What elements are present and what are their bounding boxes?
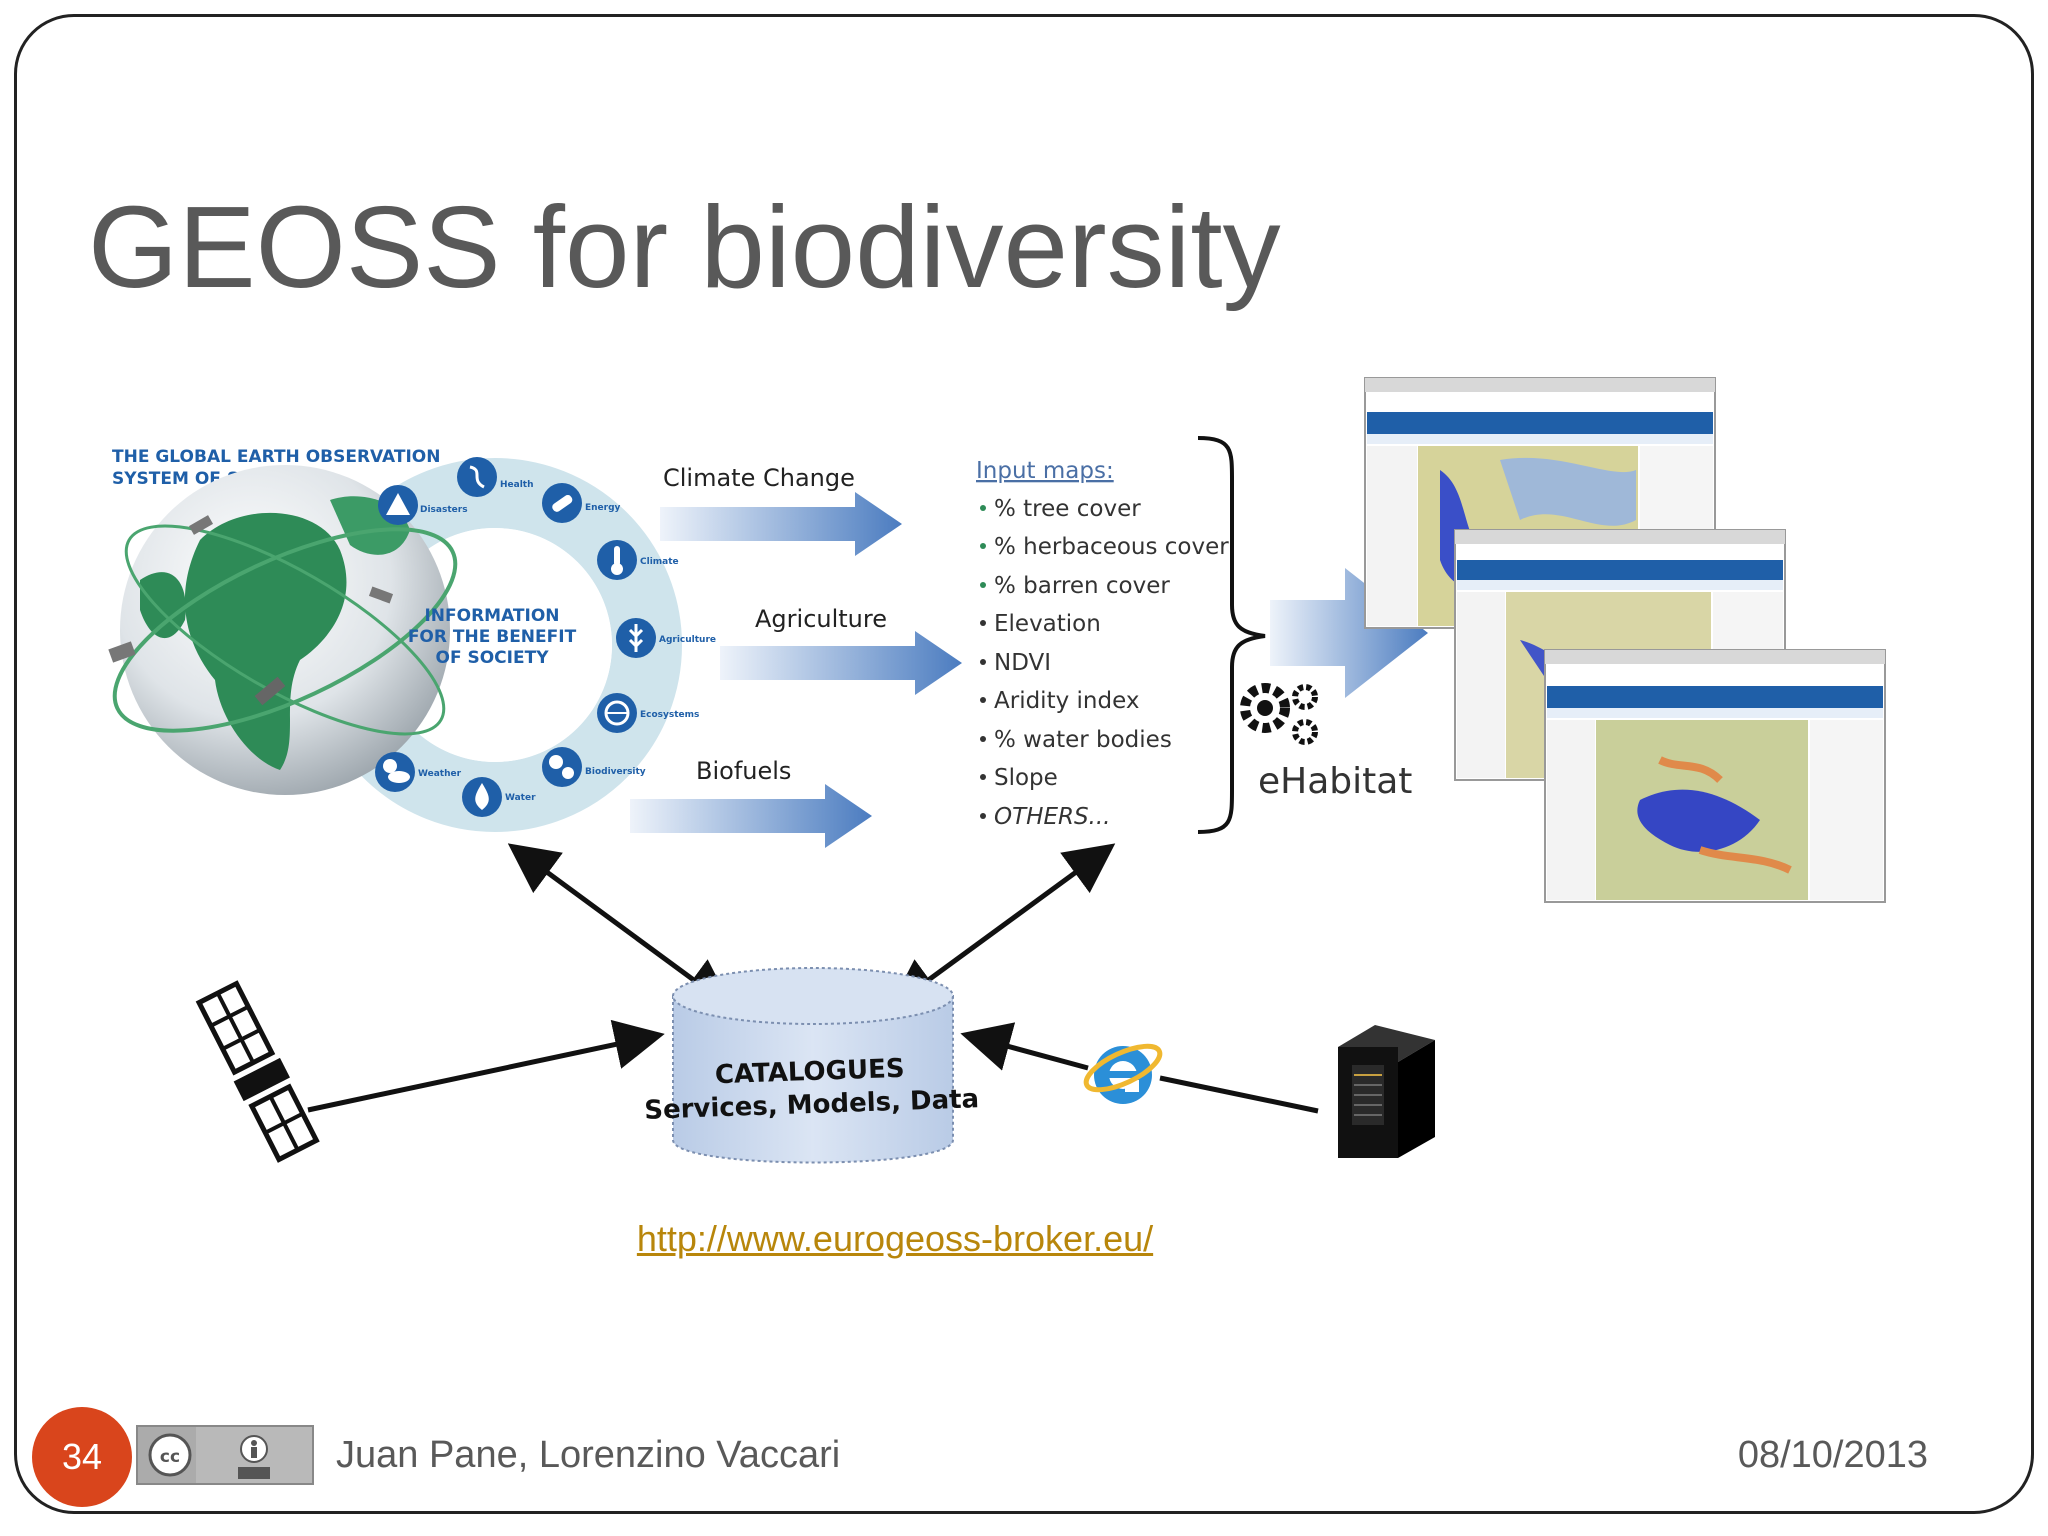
input-maps-heading: Input maps: — [976, 458, 1114, 484]
sba-climate-icon — [597, 540, 637, 580]
sba-weather-label: Weather — [418, 769, 462, 779]
slide-title: GEOSS for biodiversity — [88, 182, 1281, 312]
sba-ecosystems-icon — [597, 693, 637, 733]
driver-biofuels-label: Biofuels — [696, 757, 791, 785]
sba-water-label: Water — [505, 793, 536, 803]
server-icon — [1338, 1025, 1435, 1158]
browser-catalogue-arrow — [960, 1022, 1089, 1071]
sba-disasters-label: Disasters — [420, 505, 468, 515]
input-map-item: % tree cover — [994, 496, 1141, 522]
slide-number-badge: 34 — [32, 1407, 132, 1507]
gears-icon — [1240, 683, 1318, 745]
input-map-item: % barren cover — [994, 573, 1170, 599]
cc-by-icon: cc — [136, 1425, 314, 1485]
geoss-center-line2: FOR THE BENEFIT — [408, 627, 577, 647]
driver-biofuels-arrow — [630, 784, 872, 848]
driver-agriculture-label: Agriculture — [755, 605, 887, 633]
svg-text:cc: cc — [160, 1447, 180, 1467]
slide-number: 34 — [61, 1436, 103, 1477]
input-map-item: % herbaceous cover — [994, 534, 1229, 560]
input-map-item: Slope — [994, 765, 1058, 791]
driver-climate-change-arrow — [660, 492, 902, 556]
input-map-item: OTHERS... — [994, 804, 1111, 830]
catalogue-database-icon — [672, 967, 954, 1164]
sba-climate-label: Climate — [640, 557, 679, 567]
input-map-item: Elevation — [994, 611, 1101, 637]
footer-date: 08/10/2013 — [1737, 1434, 1928, 1476]
sba-biodiversity-icon — [542, 747, 582, 787]
sba-energy-icon — [542, 483, 582, 523]
geoss-catalogue-arrow — [507, 843, 734, 1009]
satellite-icon — [195, 980, 320, 1163]
input-map-item: % water bodies — [994, 727, 1172, 753]
server-browser-line — [1159, 1075, 1319, 1114]
eurogeoss-broker-link[interactable]: http://www.eurogeoss-broker.eu/ — [636, 1218, 1154, 1259]
driver-agriculture-arrow — [720, 631, 962, 695]
catalogue-title: CATALOGUES — [714, 1054, 905, 1091]
geoss-center-line1: INFORMATION — [424, 606, 559, 626]
internet-explorer-icon — [1083, 1043, 1163, 1104]
sba-health-icon — [457, 457, 497, 497]
driver-climate-change-label: Climate Change — [663, 464, 855, 492]
sba-ecosystems-label: Ecosystems — [640, 710, 699, 720]
ehabitat-screenshot-3 — [1544, 649, 1886, 903]
input-map-item: NDVI — [994, 650, 1051, 676]
sba-weather-icon — [375, 752, 415, 792]
sba-disasters-icon — [378, 485, 418, 525]
sba-agriculture-icon — [616, 618, 656, 658]
satellite-catalogue-arrow — [307, 1019, 665, 1113]
ehabitat-arrow — [1270, 568, 1428, 698]
geoss-heading-line1: THE GLOBAL EARTH OBSERVATION — [112, 447, 441, 467]
sba-agriculture-label: Agriculture — [659, 635, 716, 645]
ehabitat-label: eHabitat — [1258, 761, 1412, 802]
input-map-item: Aridity index — [994, 688, 1139, 714]
footer-authors: Juan Pane, Lorenzino Vaccari — [336, 1434, 841, 1476]
geoss-center-line3: OF SOCIETY — [436, 648, 550, 668]
sba-biodiversity-label: Biodiversity — [585, 767, 646, 777]
sba-health-label: Health — [500, 480, 534, 490]
input-maps-brace — [1197, 436, 1266, 834]
input-maps-list: % tree cover % herbaceous cover % barren… — [980, 496, 1229, 830]
globe-icon — [108, 465, 458, 795]
sba-water-icon — [462, 777, 502, 817]
sba-energy-label: Energy — [585, 503, 621, 513]
